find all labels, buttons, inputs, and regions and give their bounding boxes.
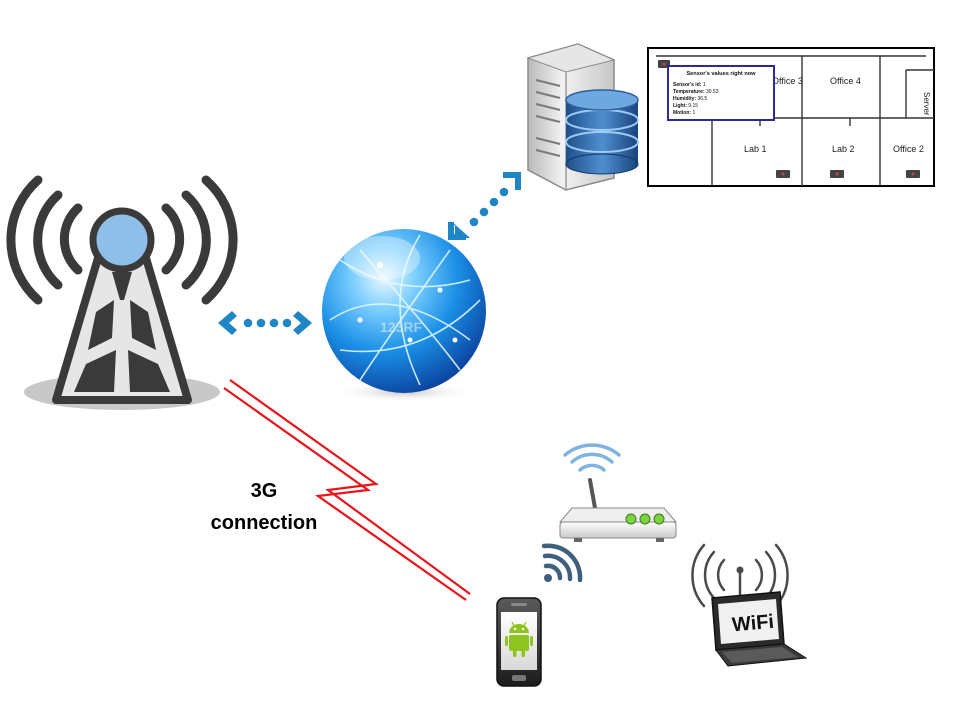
connection-label-line1: 3G: [251, 480, 278, 502]
connection-label-line2: connection: [211, 512, 318, 534]
cell-tower-icon: [6, 175, 238, 410]
internet-globe-icon: 123RF: [322, 229, 486, 402]
sensor-popup: Sensor's values right now Sensor's id: 1…: [667, 65, 775, 121]
popup-rows: Sensor's id: 1 Temperature: 30.53 Humidi…: [673, 82, 719, 116]
laptop-icon: WiFi: [691, 543, 808, 667]
room-label-office2: Office 2: [893, 144, 924, 154]
room-label-office3: Office 3: [772, 76, 803, 86]
floorplan: Office 3 Office 4 Server Lab 1 Lab 2 Off…: [647, 47, 935, 187]
room-label-lab2: Lab 2: [832, 144, 855, 154]
svg-text:Light: 9.15: Light: 9.15: [673, 103, 698, 109]
room-label-server: Server: [922, 92, 931, 116]
room-label-office4: Office 4: [830, 76, 861, 86]
popup-row-value: 36.5: [697, 96, 707, 102]
room-label-lab1: Lab 1: [744, 144, 767, 154]
database-icon: [565, 89, 639, 175]
globe-server-arrow: [448, 172, 521, 240]
3g-lightning-icon: [223, 379, 471, 601]
popup-title: Sensor's values right now: [686, 71, 756, 77]
svg-text:Motion: 1: Motion: 1: [673, 110, 695, 116]
popup-row-label: Motion:: [673, 110, 691, 116]
popup-row-value: 9.15: [688, 103, 698, 109]
svg-text:Temperature: 30.53: Temperature: 30.53: [673, 89, 719, 95]
popup-row-label: Sensor's id:: [673, 82, 702, 88]
android-icon: [505, 621, 533, 657]
wifi-signal-icon: [541, 543, 583, 583]
popup-row-value: 1: [692, 110, 695, 116]
popup-row-label: Light:: [673, 103, 687, 109]
svg-text:Sensor's id: 1: Sensor's id: 1: [673, 82, 706, 88]
svg-text:Humidity: 36.5: Humidity: 36.5: [673, 96, 707, 102]
laptop-wifi-label: WiFi: [731, 611, 775, 637]
popup-row-label: Temperature:: [673, 89, 705, 95]
router-icon: [558, 443, 678, 542]
globe-watermark: 123RF: [380, 319, 422, 335]
tower-globe-arrow: [218, 311, 312, 335]
popup-row-value: 1: [703, 82, 706, 88]
popup-row-value: 30.53: [706, 89, 719, 95]
popup-row-label: Humidity:: [673, 96, 696, 102]
smartphone-icon: [496, 597, 542, 687]
